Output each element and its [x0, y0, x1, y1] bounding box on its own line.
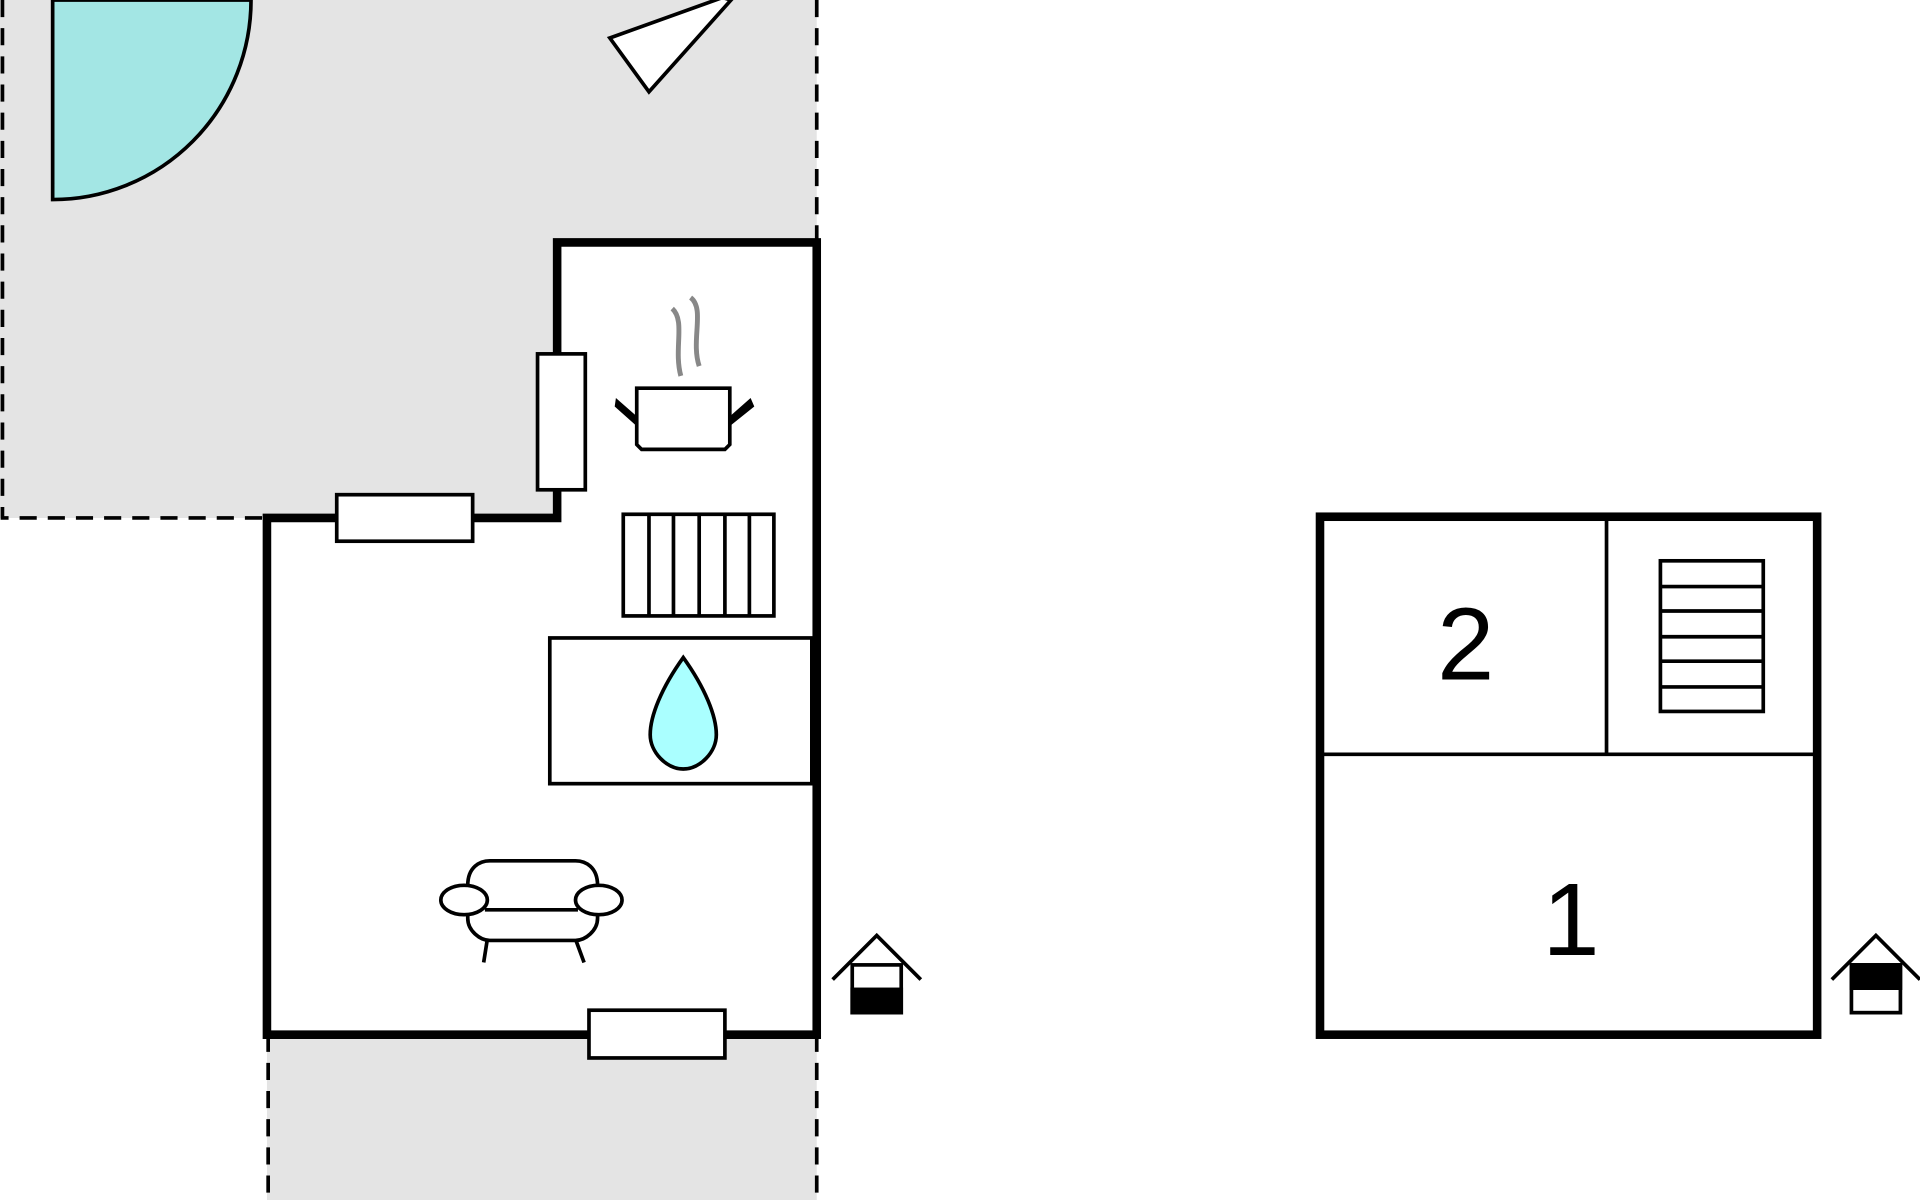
terrace-bottom [266, 1034, 819, 1200]
entrance-icon [1830, 932, 1920, 1015]
upper-floor-plan: 2 1 [1315, 512, 1822, 1039]
sofa-icon [438, 858, 624, 964]
floor-label-1: 1 [1542, 862, 1599, 977]
water-drop-icon [648, 654, 719, 771]
pool-icon [50, 0, 253, 202]
radiator-icon [621, 512, 776, 618]
window [535, 352, 588, 492]
ground-floor-plan [262, 238, 822, 1060]
cooking-pot-icon [614, 295, 755, 452]
compass-arrow-icon [606, 0, 734, 95]
entrance-icon [831, 932, 923, 1015]
window [334, 492, 475, 544]
stairs-icon [1658, 558, 1766, 714]
floor-label-2: 2 [1437, 587, 1494, 702]
window [587, 1008, 727, 1060]
